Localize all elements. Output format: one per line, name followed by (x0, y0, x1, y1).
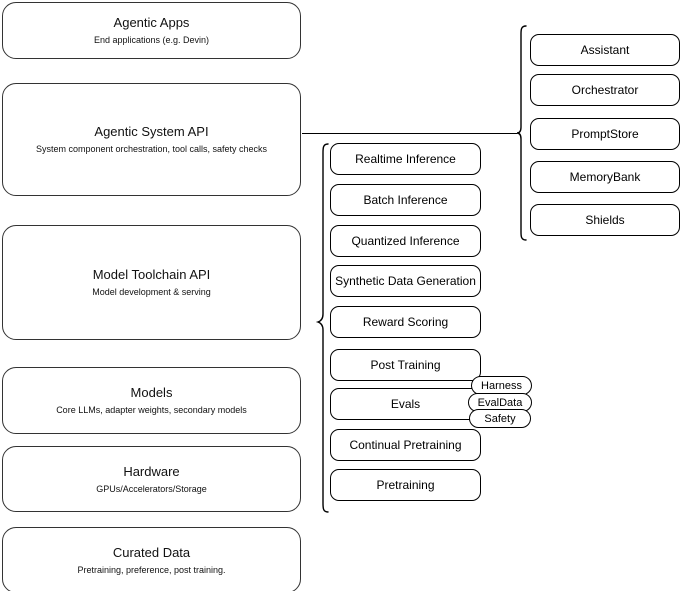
component-quantized-inference[interactable]: Quantized Inference (330, 225, 481, 257)
component-post-training[interactable]: Post Training (330, 349, 481, 381)
component-label: Orchestrator (571, 83, 639, 97)
stack-layer-hardware[interactable]: Hardware GPUs/Accelerators/Storage (2, 446, 301, 512)
stack-layer-agentic-system-api[interactable]: Agentic System API System component orch… (2, 83, 301, 196)
component-label: Synthetic Data Generation (335, 274, 476, 288)
evals-badge-label: EvalData (477, 396, 523, 409)
component-continual-pretraining[interactable]: Continual Pretraining (330, 429, 481, 461)
component-memorybank[interactable]: MemoryBank (530, 161, 680, 193)
layer-title: Hardware (123, 463, 180, 479)
evals-badge-label: Harness (481, 379, 522, 392)
component-reward-scoring[interactable]: Reward Scoring (330, 306, 481, 338)
component-synthetic-data-generation[interactable]: Synthetic Data Generation (330, 265, 481, 297)
component-batch-inference[interactable]: Batch Inference (330, 184, 481, 216)
component-label: Quantized Inference (351, 234, 460, 248)
component-realtime-inference[interactable]: Realtime Inference (330, 143, 481, 175)
stack-layer-model-toolchain-api[interactable]: Model Toolchain API Model development & … (2, 225, 301, 340)
brace-model-toolchain-components (312, 140, 330, 520)
component-assistant[interactable]: Assistant (530, 34, 680, 66)
stack-layer-curated-data[interactable]: Curated Data Pretraining, preference, po… (2, 527, 301, 591)
component-label: PromptStore (571, 127, 639, 141)
layer-subtitle: System component orchestration, tool cal… (35, 144, 268, 154)
component-promptstore[interactable]: PromptStore (530, 118, 680, 150)
evals-badge-safety[interactable]: Safety (469, 409, 531, 428)
layer-subtitle: End applications (e.g. Devin) (93, 35, 210, 45)
layer-subtitle: Pretraining, preference, post training. (77, 564, 226, 575)
component-label: Shields (585, 213, 625, 227)
evals-badge-evaldata[interactable]: EvalData (468, 393, 532, 412)
layer-title: Agentic Apps (113, 15, 190, 30)
component-label: Realtime Inference (355, 152, 456, 166)
component-pretraining[interactable]: Pretraining (330, 469, 481, 501)
layer-title: Models (130, 385, 173, 400)
component-label: MemoryBank (569, 170, 641, 184)
component-label: Assistant (580, 43, 630, 57)
component-shields[interactable]: Shields (530, 204, 680, 236)
stack-layer-agentic-apps[interactable]: Agentic Apps End applications (e.g. Devi… (2, 2, 301, 59)
component-label: Batch Inference (363, 193, 448, 207)
layer-title: Curated Data (112, 544, 191, 560)
component-label: Evals (390, 397, 421, 411)
evals-badge-label: Safety (484, 412, 516, 425)
connector-agentic-system-api (302, 133, 517, 134)
brace-agentic-system-components (512, 22, 528, 248)
layer-title: Model Toolchain API (92, 267, 211, 282)
layer-title: Agentic System API (94, 124, 209, 139)
component-label: Post Training (370, 358, 441, 372)
component-label: Pretraining (376, 478, 435, 492)
component-label: Reward Scoring (362, 315, 449, 329)
stack-layer-models[interactable]: Models Core LLMs, adapter weights, secon… (2, 367, 301, 434)
component-label: Continual Pretraining (349, 438, 462, 452)
layer-subtitle: Model development & serving (92, 287, 211, 297)
layer-subtitle: Core LLMs, adapter weights, secondary mo… (56, 405, 247, 415)
component-evals[interactable]: Evals (330, 388, 481, 420)
layer-subtitle: GPUs/Accelerators/Storage (96, 483, 207, 494)
component-orchestrator[interactable]: Orchestrator (530, 74, 680, 106)
